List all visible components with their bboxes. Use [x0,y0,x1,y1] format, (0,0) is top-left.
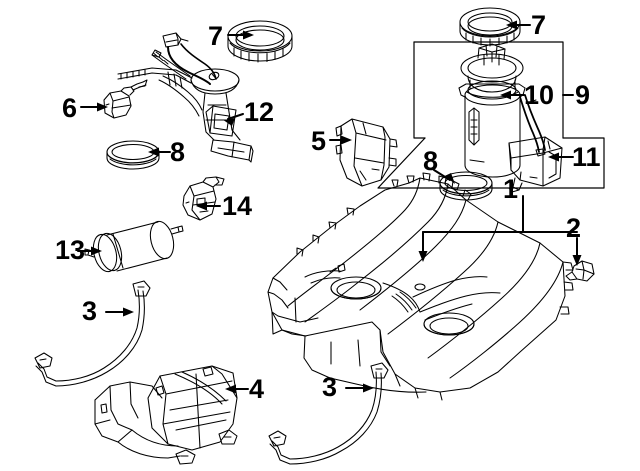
callout-number-8-left: 8 [170,137,186,167]
leader-lines [77,24,578,390]
canister-bracket-shield [335,118,398,187]
vent-valve [103,79,148,119]
lock-ring-left [227,20,293,63]
callout-number-7-left: 7 [208,21,224,51]
callout-number-1: 1 [503,174,519,204]
callout-number-13: 13 [55,235,86,265]
callout-number-6: 6 [62,93,78,123]
callout-number-4: 4 [249,374,265,404]
assembly-group-box [377,41,605,189]
callout-number-5: 5 [311,126,327,156]
fuel-filter [84,220,184,273]
drain-plug [565,260,595,282]
callout-number-9: 9 [575,80,591,110]
callout-number-8-right: 8 [423,146,439,176]
mounting-strap-right [268,362,389,465]
mounting-strap-left [34,280,151,387]
pump-mounting-bracket [508,136,563,193]
callout-number-12: 12 [244,97,275,127]
callout-number-3-left: 3 [82,296,98,326]
fuel-tank [267,172,574,401]
callout-number-10: 10 [524,80,555,110]
arrowheads [91,20,582,394]
fuel-level-sender-assembly [117,32,254,163]
seal-ring-left [106,140,160,170]
charcoal-canister [94,365,238,465]
callout-number-7-right: 7 [531,10,547,40]
callout-number-11: 11 [572,142,601,172]
callout-number-3-right: 3 [322,372,338,402]
filler-neck-valve [182,176,225,221]
fuel-pump-module [458,43,546,178]
callout-number-14: 14 [222,191,253,221]
callout-number-2: 2 [566,213,582,243]
